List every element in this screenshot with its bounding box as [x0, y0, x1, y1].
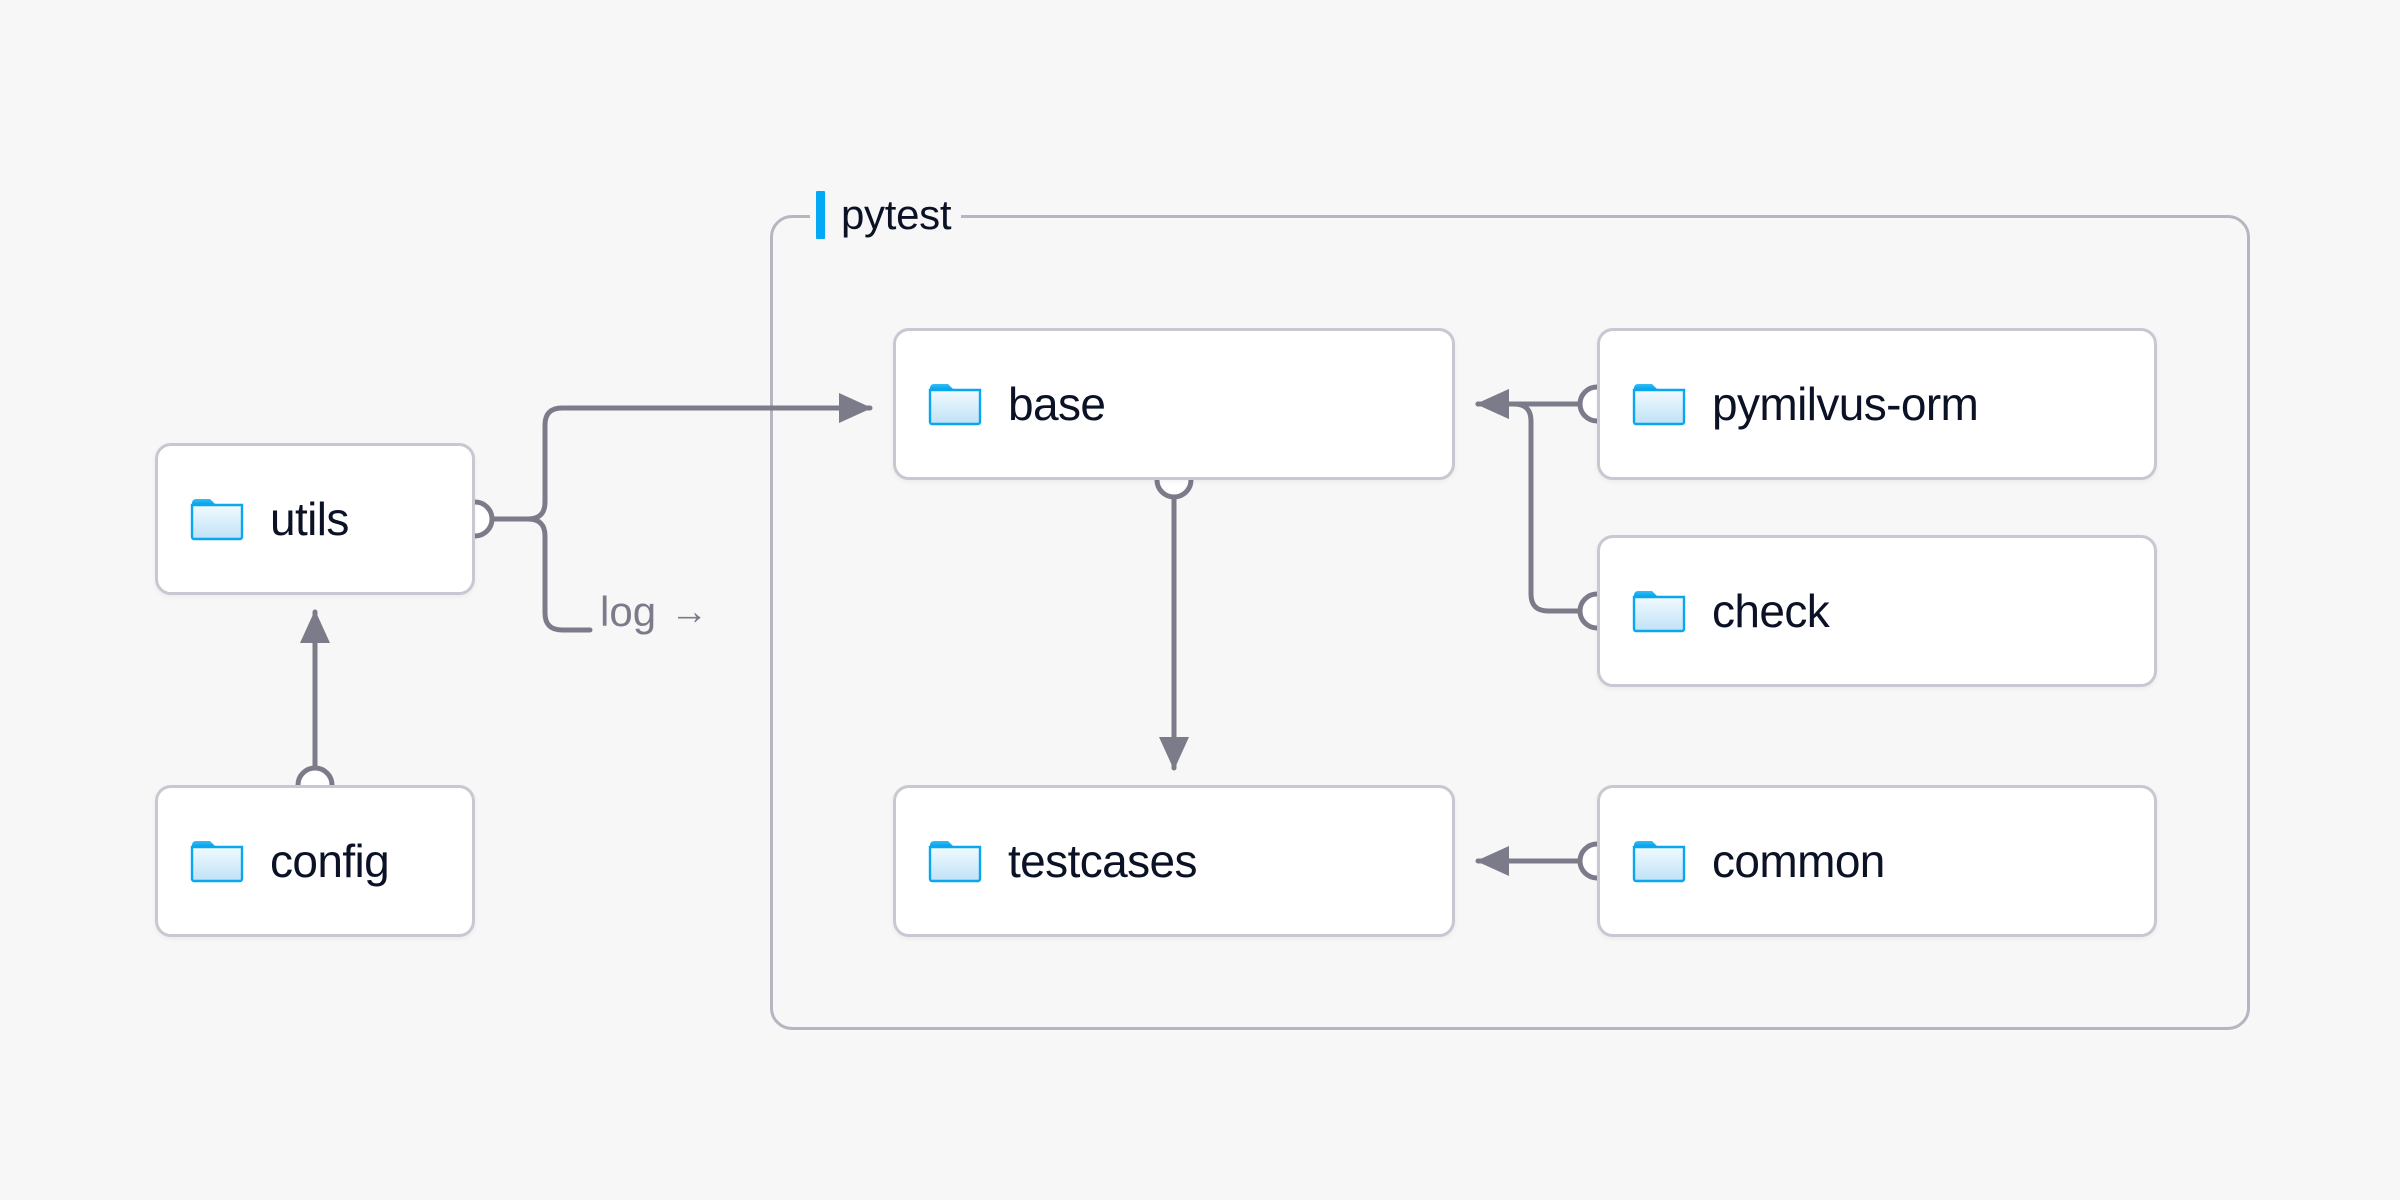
node-label: utils: [270, 493, 349, 545]
node-pymilvus-orm[interactable]: pymilvus-orm: [1597, 328, 2157, 480]
folder-icon: [1632, 384, 1686, 426]
node-label: config: [270, 835, 390, 887]
arrow-right-icon: →: [670, 591, 709, 633]
edge-utils-to-log: [489, 516, 593, 633]
folder-icon: [1632, 591, 1686, 633]
group-title-text: pytest: [841, 191, 952, 238]
group-accent-bar-icon: [816, 191, 825, 239]
node-label: pymilvus-orm: [1712, 378, 1979, 430]
node-common[interactable]: common: [1597, 785, 2157, 937]
folder-icon: [190, 841, 244, 883]
folder-icon: [1632, 841, 1686, 883]
edge-label-log: log →: [600, 591, 708, 633]
edge-label-log-text: log: [600, 588, 657, 635]
folder-icon: [928, 841, 982, 883]
group-label-pytest: pytest: [810, 188, 962, 242]
node-utils[interactable]: utils: [155, 443, 475, 595]
folder-icon: [190, 499, 244, 541]
node-label: testcases: [1008, 835, 1198, 887]
node-label: common: [1712, 835, 1885, 887]
folder-icon: [928, 384, 982, 426]
node-check[interactable]: check: [1597, 535, 2157, 687]
node-label: check: [1712, 585, 1830, 637]
node-config[interactable]: config: [155, 785, 475, 937]
node-label: base: [1008, 378, 1106, 430]
node-testcases[interactable]: testcases: [893, 785, 1455, 937]
group-container-pytest: [770, 215, 2250, 1030]
node-base[interactable]: base: [893, 328, 1455, 480]
